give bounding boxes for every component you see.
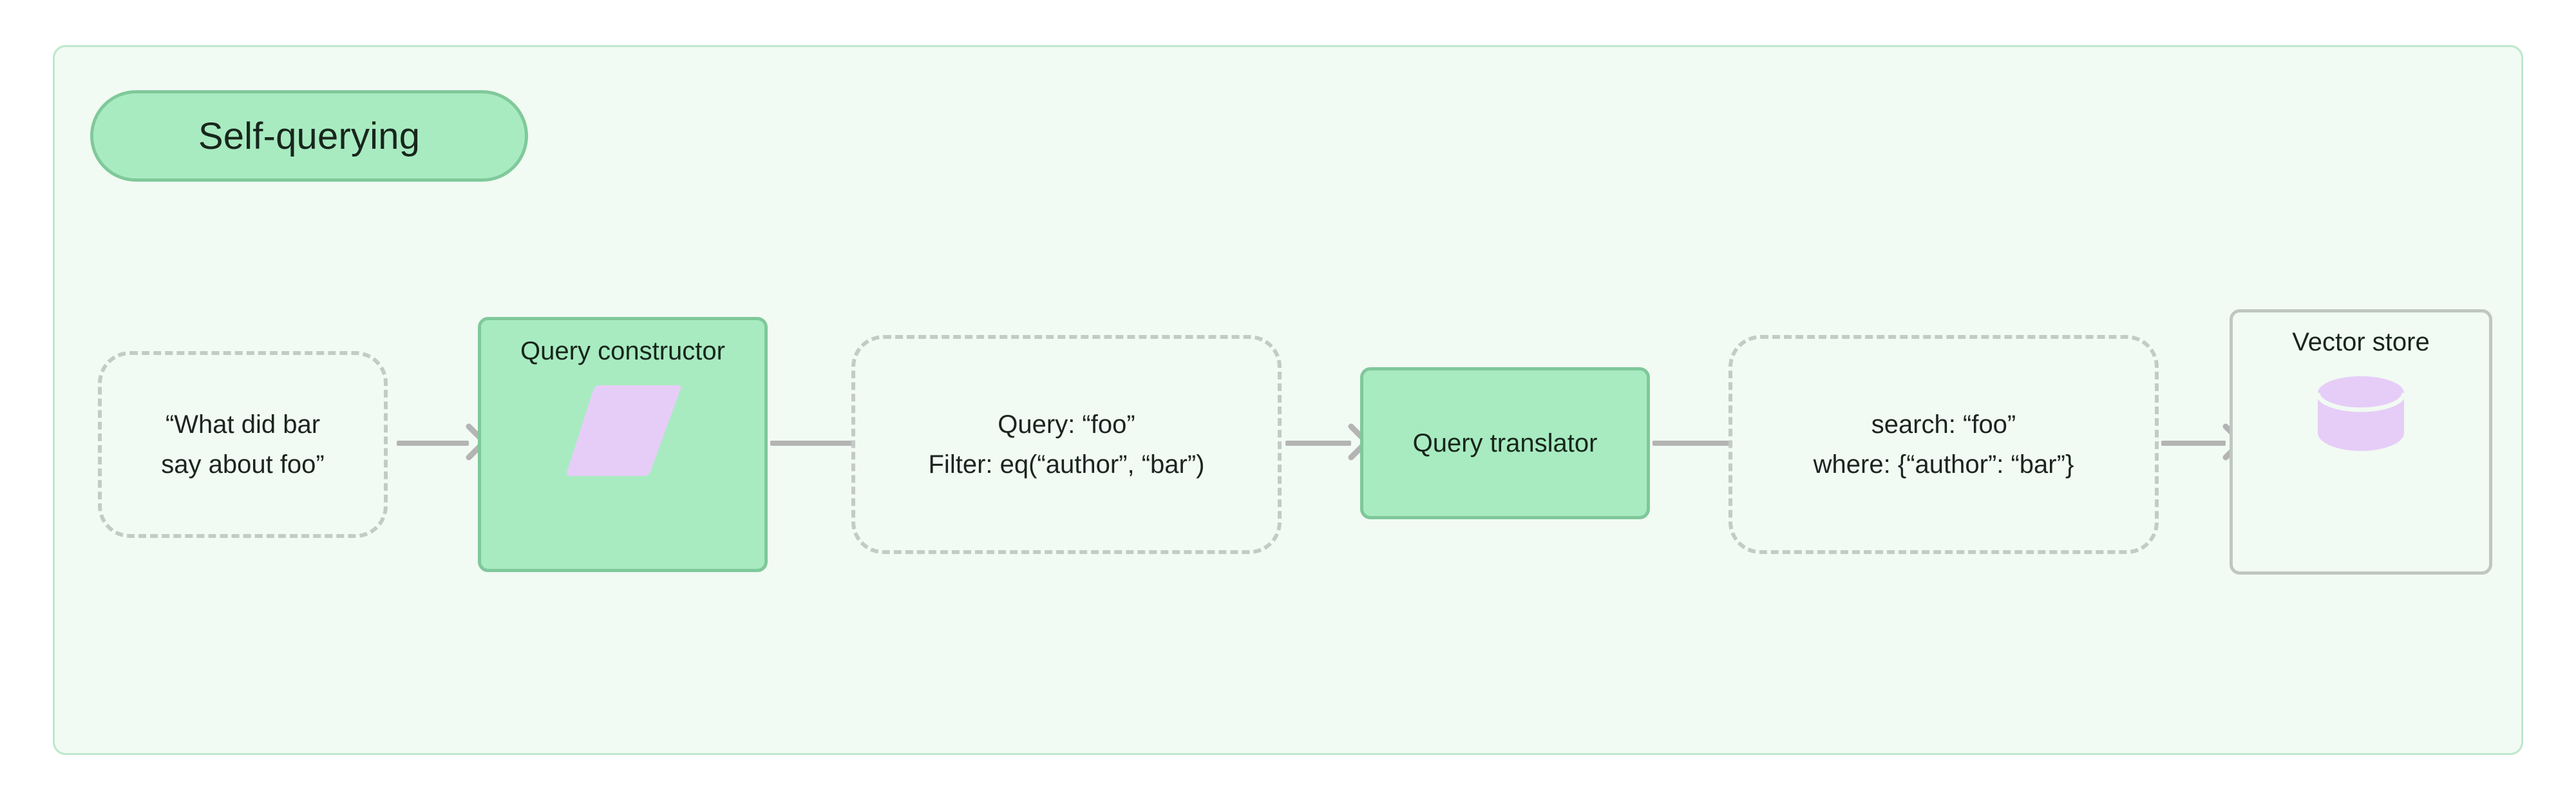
edge-user-question-to-query-constructor: [397, 441, 469, 446]
edge-query-translator-to-translated-query: [1653, 441, 1731, 446]
subgraph-title-label: Self-querying: [198, 115, 421, 157]
node-query-translator[interactable]: Query translator: [1360, 367, 1650, 519]
node-user-question[interactable]: “What did bar say about foo”: [98, 351, 388, 538]
node-user-question-text: “What did bar say about foo”: [161, 410, 325, 479]
subgraph-title-badge: Self-querying: [90, 90, 528, 182]
edge-structured-query-to-query-translator: [1285, 441, 1351, 446]
edge-translated-query-to-vector-store: [2161, 441, 2226, 446]
node-query-constructor[interactable]: Query constructor: [478, 317, 768, 572]
node-translated-query[interactable]: search: “foo” where: {“author”: “bar”}: [1728, 335, 2159, 554]
database-cylinder-icon: [2313, 374, 2409, 451]
node-structured-query-text: Query: “foo” Filter: eq(“author”, “bar”): [928, 410, 1205, 479]
parallelogram-icon: [564, 380, 683, 480]
node-vector-store[interactable]: Vector store: [2230, 309, 2492, 575]
node-query-constructor-title: Query constructor: [520, 337, 725, 365]
node-translated-query-text: search: “foo” where: {“author”: “bar”}: [1813, 410, 2074, 479]
node-structured-query[interactable]: Query: “foo” Filter: eq(“author”, “bar”): [851, 335, 1282, 554]
edge-query-constructor-to-structured-query: [770, 441, 854, 446]
node-vector-store-title: Vector store: [2292, 328, 2430, 356]
node-query-translator-title: Query translator: [1412, 428, 1598, 457]
